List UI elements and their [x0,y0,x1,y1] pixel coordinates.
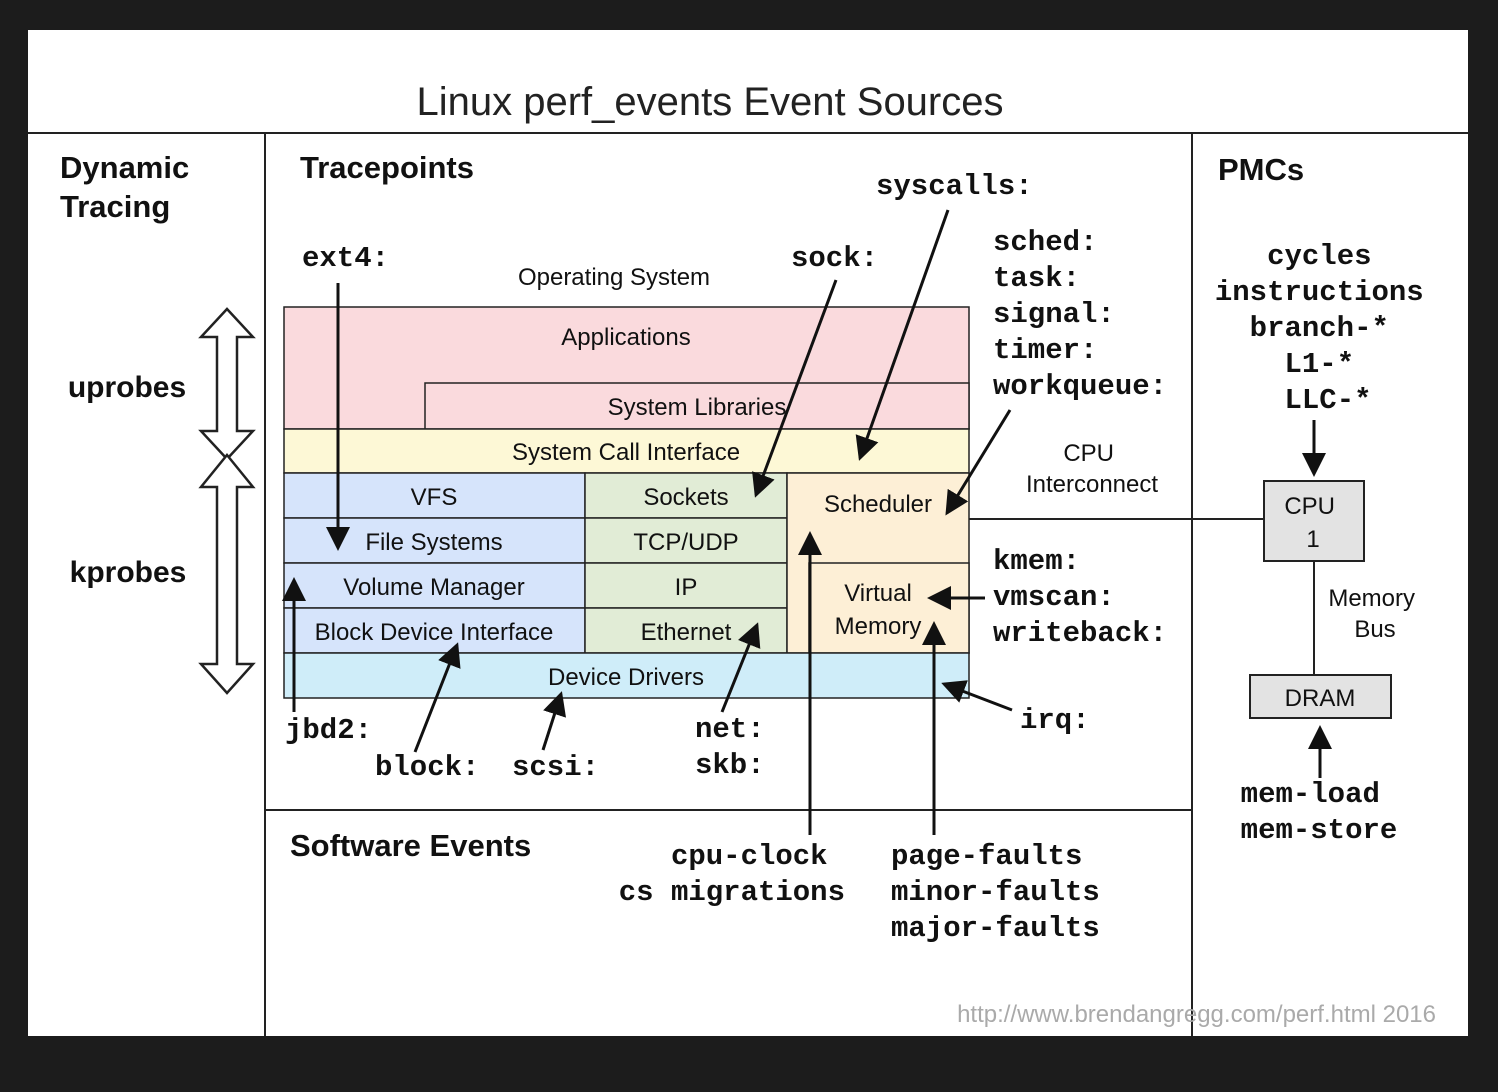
arrow-net [720,622,761,713]
mem-events-list: mem-load mem-store [1241,778,1398,847]
tcp-udp-layer [584,517,788,564]
arrow-irq [941,680,1013,712]
arrow-block [413,642,461,753]
uprobes-label: uprobes [68,371,186,404]
cpu-box [1263,480,1365,562]
dram-label: DRAM [1285,685,1356,712]
section-software-events: Software Events [290,828,531,863]
block-device-interface-label: Block Device Interface [315,619,554,646]
tp-sock: sock: [791,242,878,275]
system-libraries-label: System Libraries [608,394,787,421]
device-drivers-label: Device Drivers [548,664,704,691]
kprobes-label: kprobes [70,556,187,589]
sockets-label: Sockets [643,484,728,511]
section-tracepoints: Tracepoints [300,150,474,185]
tp-block: block: [375,751,479,784]
section-pmcs: PMCs [1218,152,1304,187]
pmc-events-list: cycles instructions branch-* L1-* LLC-* [1215,240,1441,417]
page-title: Linux perf_events Event Sources [416,80,1003,124]
cpu-interconnect-label: CPU Interconnect [1026,440,1158,498]
sw-fault-group: page-faults minor-faults major-faults [891,840,1117,945]
tp-mem-group: kmem: vmscan: writeback: [993,545,1167,650]
ethernet-label: Ethernet [641,619,732,646]
cpu-label: CPU 1 [1284,493,1341,553]
tp-net-group: net: skb: [695,713,782,782]
tcp-udp-label: TCP/UDP [633,529,738,556]
tp-syscalls: syscalls: [876,170,1033,203]
tp-irq: irq: [1020,704,1090,737]
vfs-label: VFS [411,484,458,511]
scheduler-label: Scheduler [824,491,932,518]
applications-label: Applications [561,324,690,351]
footer-url: http://www.brendangregg.com/perf.html 20… [957,1001,1436,1028]
arrow-syscalls [855,209,950,461]
operating-system-label: Operating System [518,264,710,291]
vfs-layer [283,472,586,519]
arrow-sched [945,409,1012,516]
tp-scsi: scsi: [512,751,599,784]
system-call-interface-layer [283,428,970,474]
tp-sched-group: sched: task: signal: timer: workqueue: [993,226,1167,403]
arrow-sock [752,279,838,498]
dram-box [1249,674,1392,719]
system-call-interface-label: System Call Interface [512,439,740,466]
volume-manager-label: Volume Manager [343,574,524,601]
file-systems-label: File Systems [365,529,502,556]
device-drivers-layer [283,652,970,699]
tp-jbd2: jbd2: [285,714,372,747]
tp-ext4: ext4: [302,242,389,275]
sw-cpu-group: cpu-clock cs migrations [619,840,845,909]
arrow-scsi [541,691,566,751]
memory-bus-label: Memory Bus [1328,585,1421,643]
ip-label: IP [675,574,698,601]
kprobes-double-arrow [198,453,256,695]
